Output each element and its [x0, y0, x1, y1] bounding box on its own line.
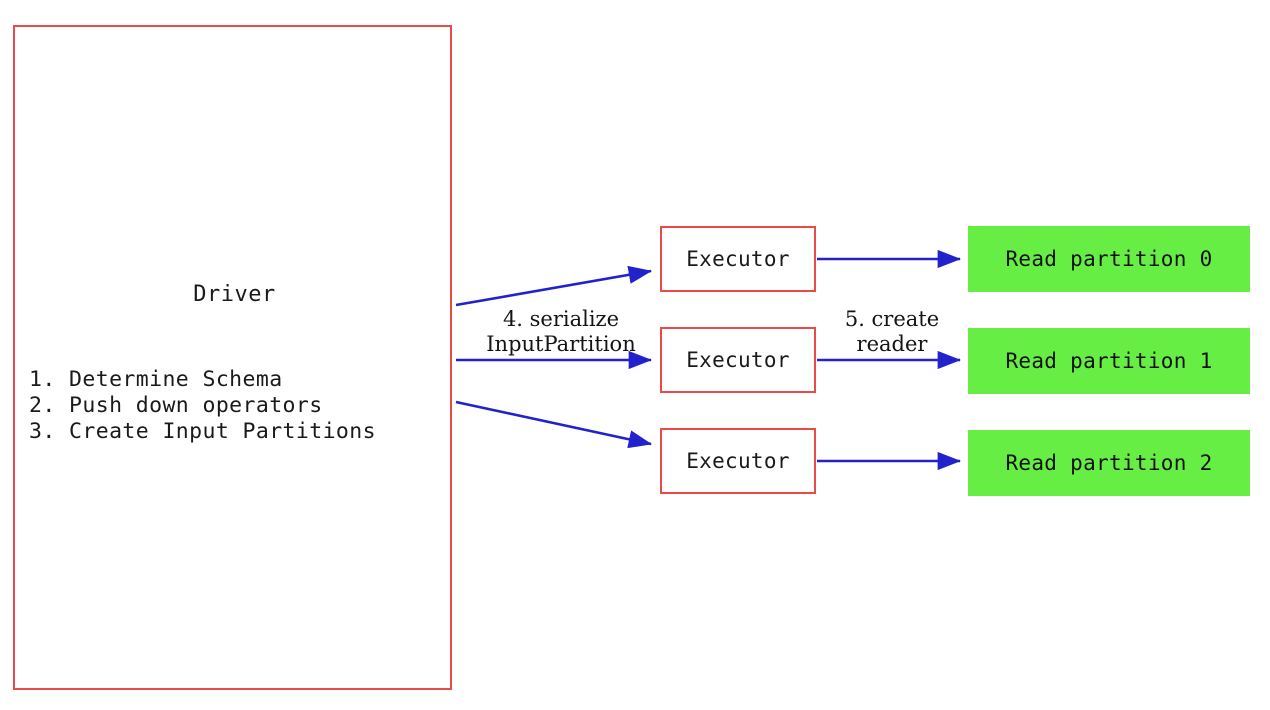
driver-box: Driver 1. Determine Schema 2. Push down …	[13, 25, 452, 690]
arrow-driver-to-executor-0	[455, 265, 653, 307]
executor-label-2: Executor	[686, 449, 790, 473]
driver-steps-list: 1. Determine Schema 2. Push down operato…	[29, 367, 376, 444]
executor-box-1: Executor	[660, 327, 816, 393]
partition-label-1: Read partition 1	[1005, 349, 1213, 373]
executor-box-0: Executor	[660, 226, 816, 292]
partition-box-0: Read partition 0	[968, 226, 1250, 292]
partition-label-2: Read partition 2	[1005, 451, 1213, 475]
arrow-driver-to-executor-2	[455, 400, 653, 449]
executor-box-2: Executor	[660, 428, 816, 494]
partition-label-0: Read partition 0	[1005, 247, 1213, 271]
partition-box-2: Read partition 2	[968, 430, 1250, 496]
executor-label-0: Executor	[686, 247, 790, 271]
edge-label-create-reader: 5. create reader	[844, 307, 940, 356]
edge-label-serialize: 4. serialize InputPartition	[486, 307, 636, 356]
driver-title: Driver	[193, 282, 276, 307]
executor-label-1: Executor	[686, 348, 790, 372]
partition-box-1: Read partition 1	[968, 328, 1250, 394]
